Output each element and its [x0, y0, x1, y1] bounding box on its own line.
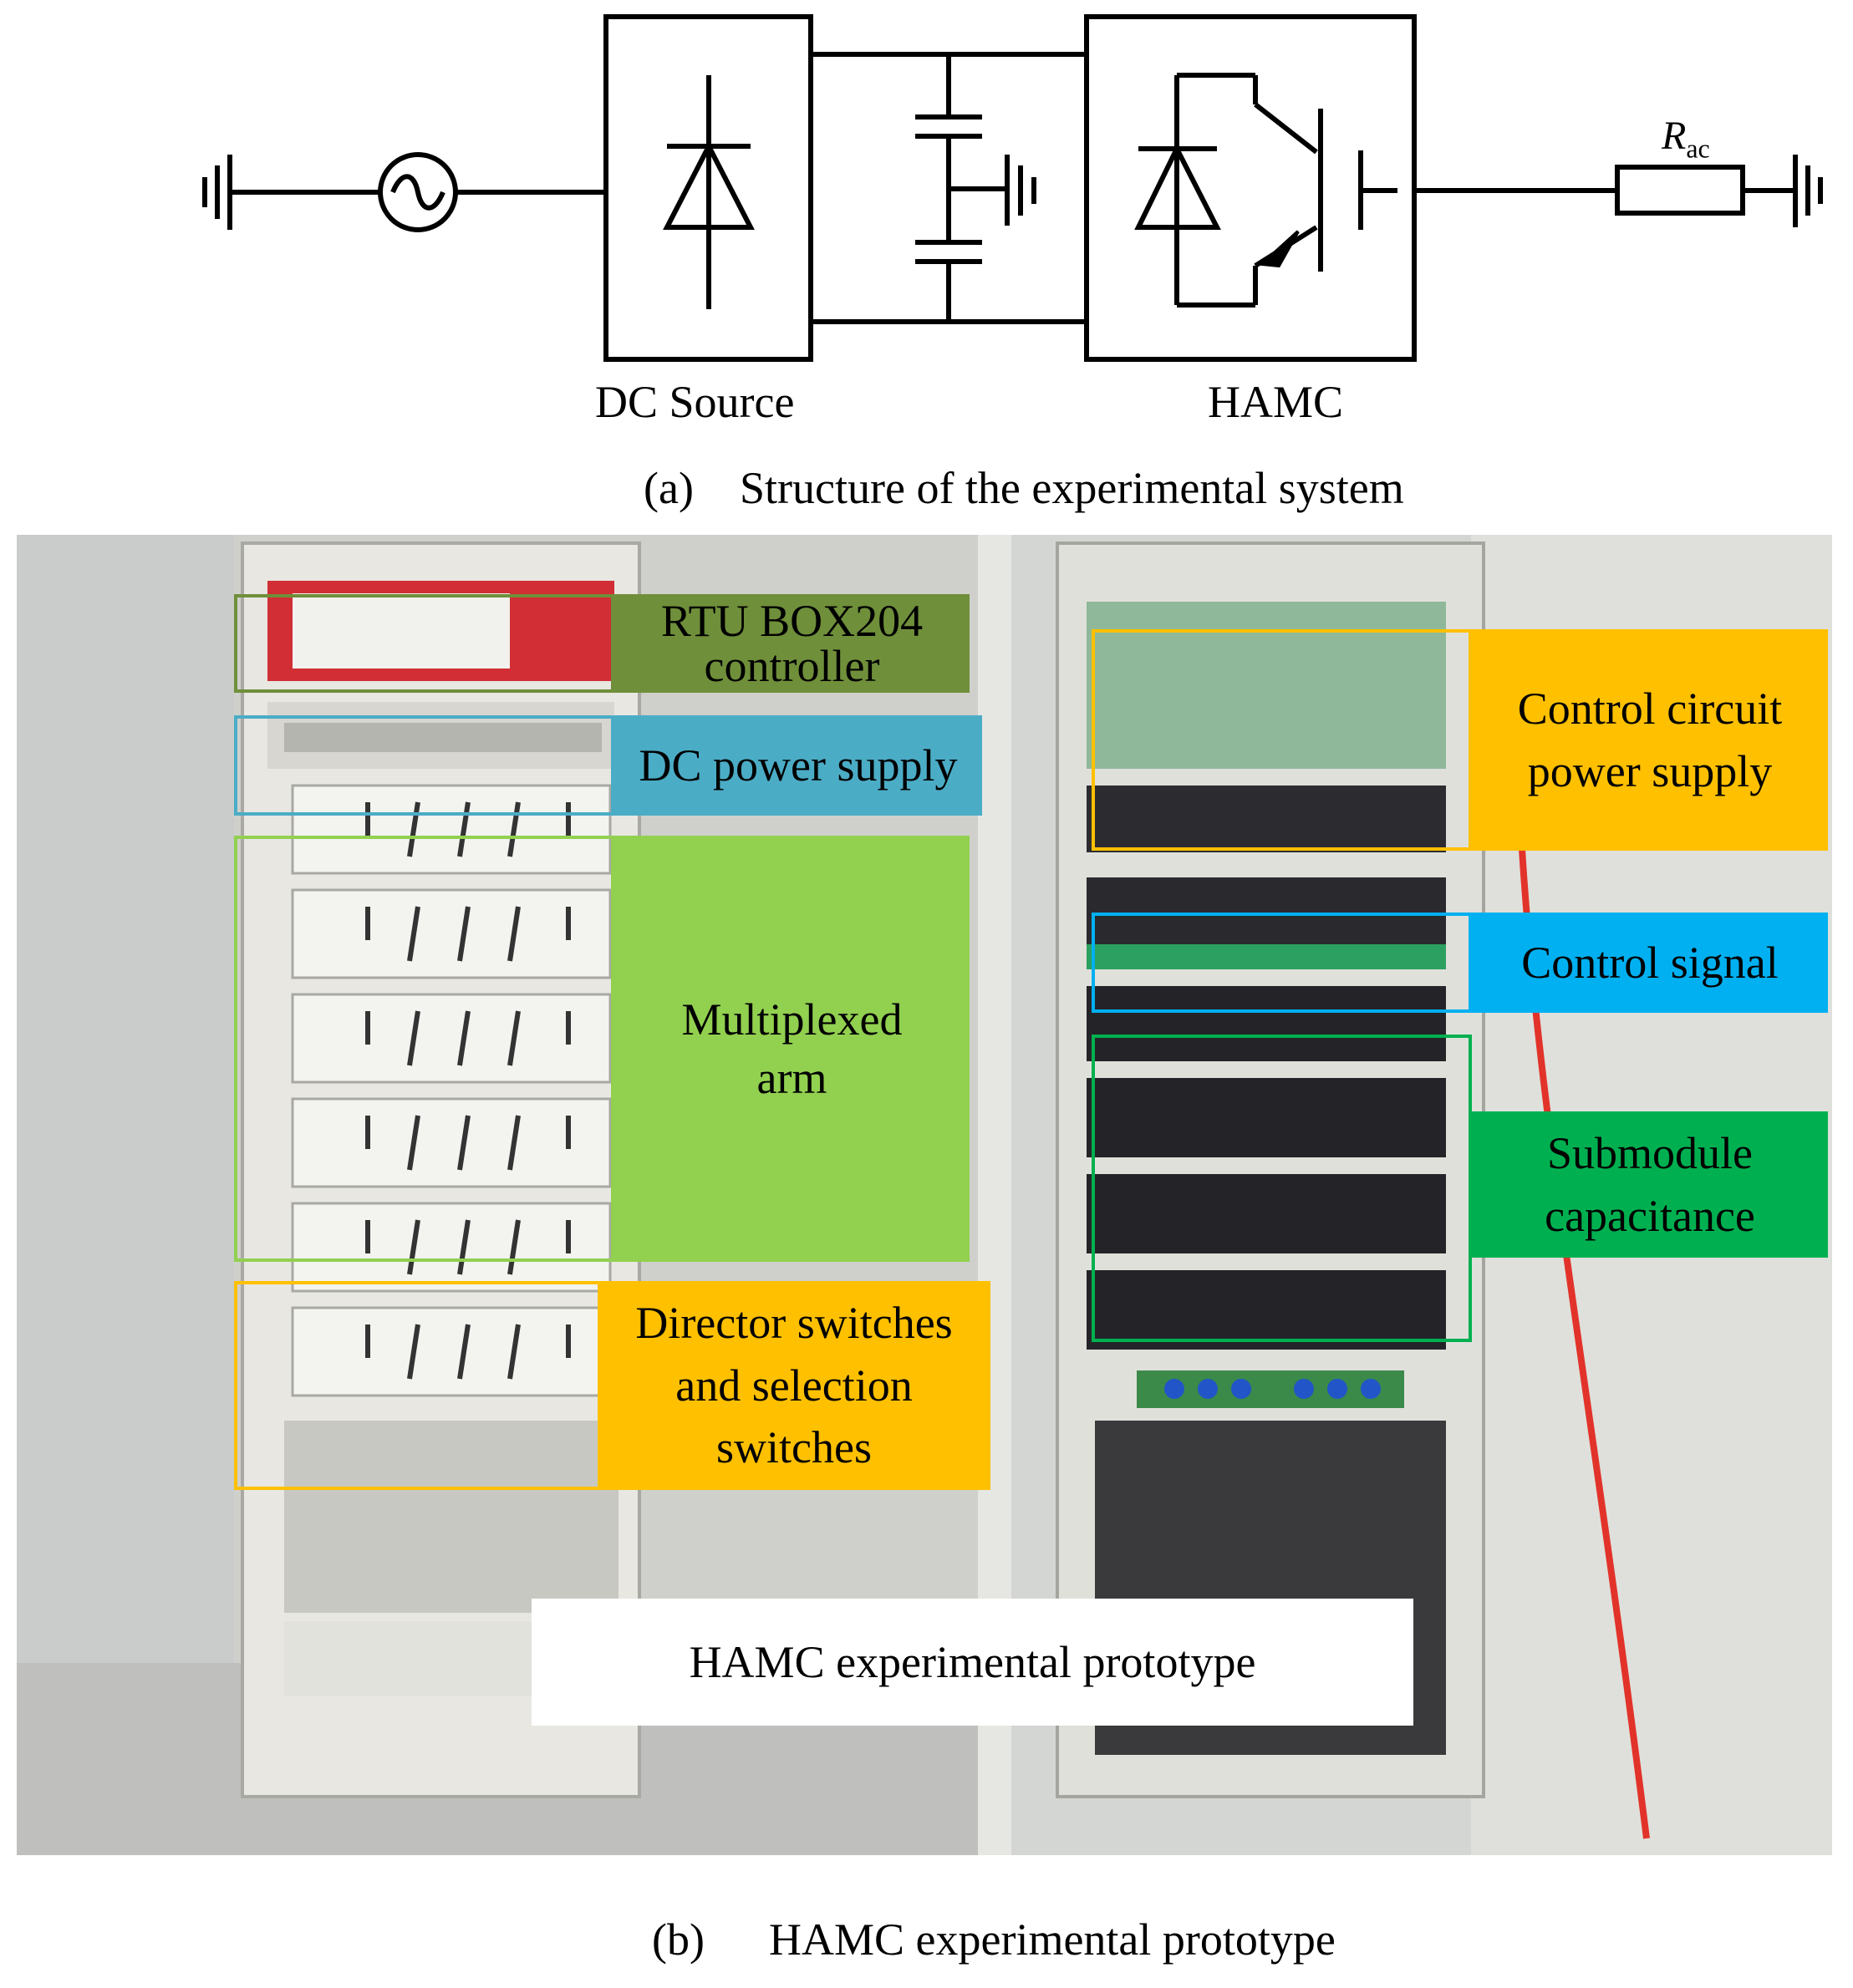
caption-b-text: HAMC experimental prototype — [769, 1914, 1336, 1965]
control-signal-outline — [1092, 913, 1472, 1013]
resistor-subscript: ac — [1686, 133, 1710, 164]
mid-ground-symbol — [1005, 155, 1036, 226]
emitter-arrow — [1258, 230, 1300, 268]
dc-power-supply-text: DC power supply — [639, 740, 958, 791]
diode-symbol — [663, 75, 755, 309]
control-signal-label: Control signal — [1472, 913, 1828, 1013]
dc-power-supply-label: DC power supply — [614, 715, 982, 816]
director-switches-text: Director switches and selection switches — [635, 1298, 953, 1473]
igbt-symbol — [1134, 73, 1397, 308]
hamc-label: HAMC — [1208, 377, 1344, 427]
capacitor-symbol — [915, 54, 982, 242]
rtu-controller-label: RTU BOX204 controller — [614, 594, 970, 693]
prototype-banner: HAMC experimental prototype — [532, 1599, 1413, 1726]
caption-b-marker: (b) — [652, 1914, 705, 1965]
caption-a-text: Structure of the experimental system — [740, 463, 1404, 513]
director-switches-label: Director switches and selection switches — [598, 1281, 990, 1490]
director-switches-outline — [234, 1281, 614, 1490]
control-circuit-power-supply-text: Control circuit power supply — [1517, 683, 1783, 796]
ac-source-symbol — [378, 152, 458, 232]
resistor-symbol-text: R — [1662, 114, 1687, 158]
right-ground-symbol — [1793, 155, 1823, 227]
rtu-outline — [234, 594, 614, 693]
submodule-cap-outline — [1092, 1035, 1472, 1342]
left-ground-symbol — [202, 155, 232, 230]
rtu-controller-text: RTU BOX204 controller — [660, 596, 924, 691]
submodule-capacitance-text: Submodule capacitance — [1545, 1127, 1755, 1241]
caption-a-marker: (a) — [644, 463, 694, 513]
multiplexed-arm-outline — [234, 836, 614, 1262]
capacitor-symbol — [915, 240, 982, 322]
resistor-symbol — [1615, 165, 1745, 216]
dc-source-label: DC Source — [595, 377, 795, 427]
dc-supply-outline — [234, 715, 614, 816]
dc-source-box — [603, 14, 813, 362]
control-signal-text: Control signal — [1521, 937, 1779, 988]
control-circuit-power-supply-label: Control circuit power supply — [1472, 629, 1828, 851]
circuit-schematic — [202, 14, 1823, 362]
control-power-outline — [1092, 629, 1472, 851]
submodule-capacitance-label: Submodule capacitance — [1472, 1111, 1828, 1258]
resistor-label: Rac — [1662, 113, 1710, 165]
prototype-banner-text: HAMC experimental prototype — [689, 1636, 1256, 1687]
multiplexed-arm-label: Multiplexed arm — [614, 836, 970, 1262]
multiplexed-arm-text: Multiplexed arm — [681, 994, 903, 1103]
